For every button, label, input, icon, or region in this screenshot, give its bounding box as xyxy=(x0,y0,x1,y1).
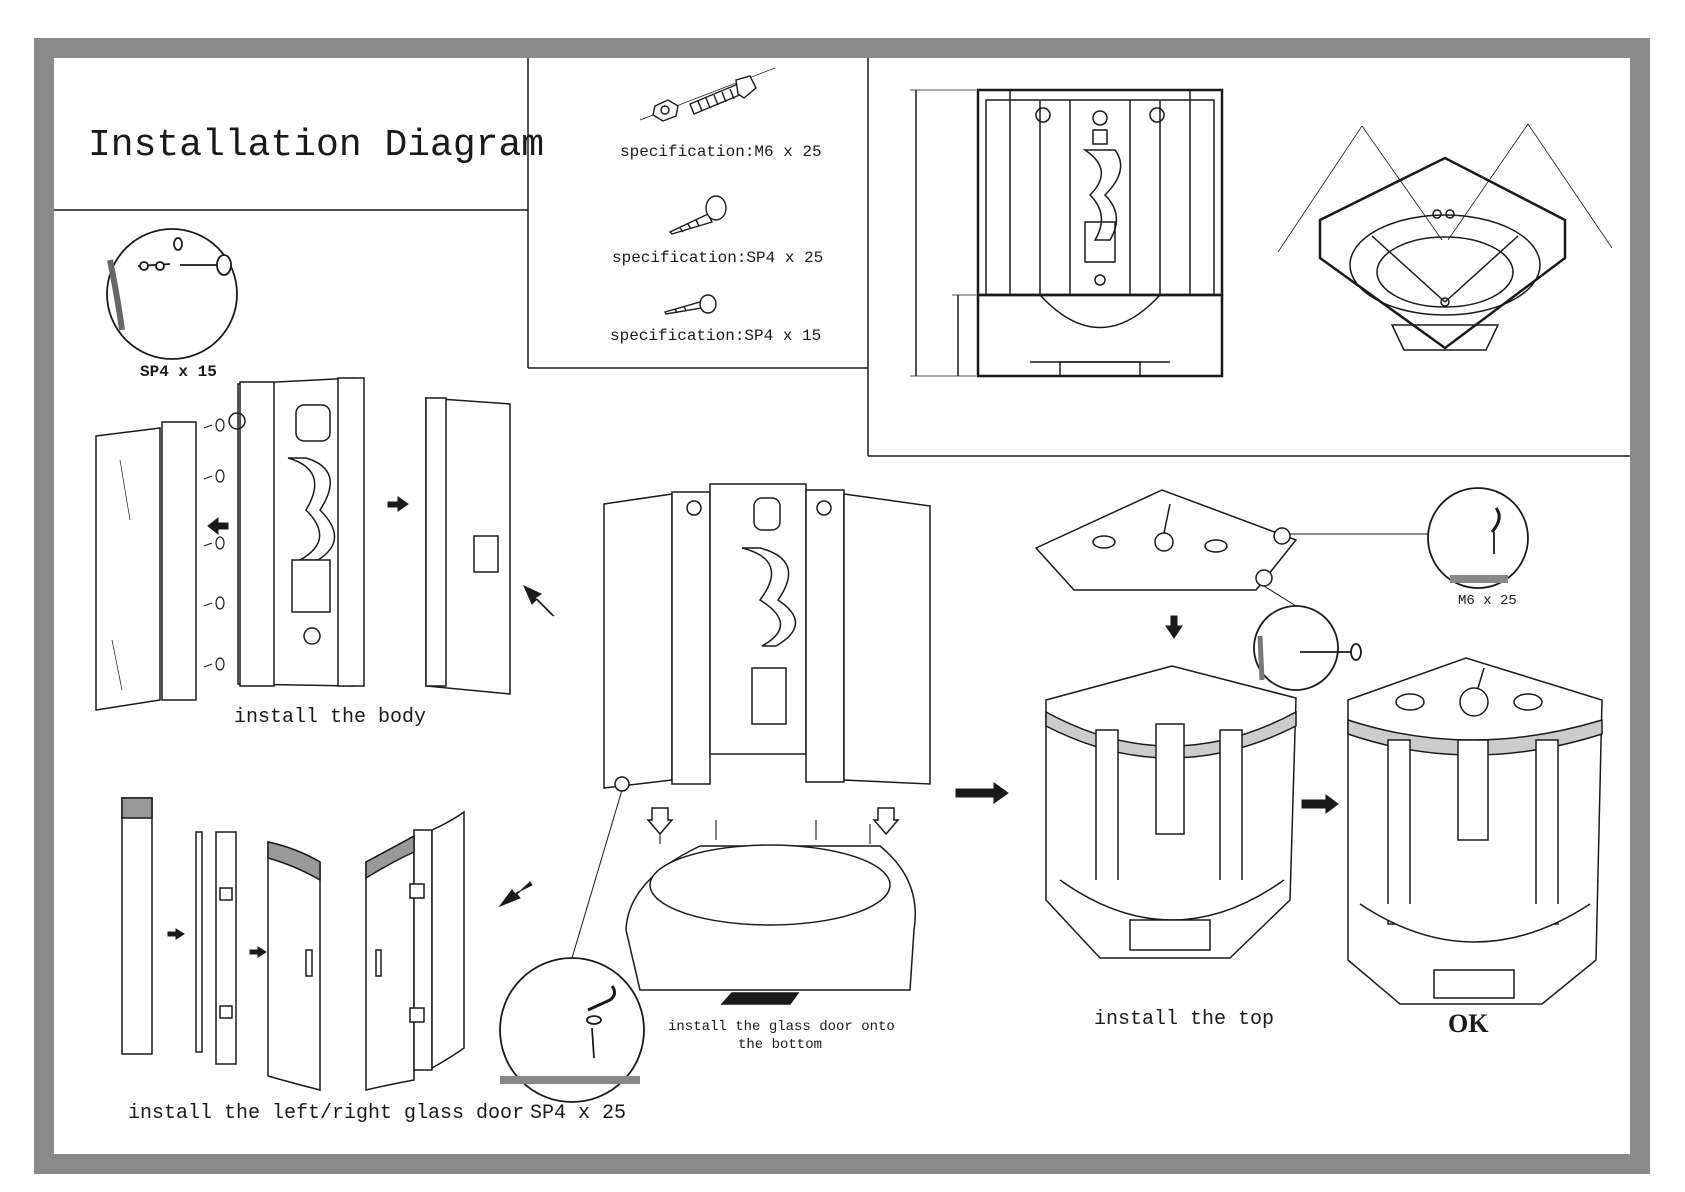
step-ok: OK xyxy=(1448,1009,1489,1038)
screw-small-spec-label: specification:SP4 x 15 xyxy=(610,327,821,345)
bolt-spec-label: specification:M6 x 25 xyxy=(620,143,822,161)
page-title: Installation Diagram xyxy=(88,124,544,167)
finished-unit-drawing xyxy=(1348,658,1602,1004)
step-install-door: install the left/right glass door xyxy=(128,1102,524,1125)
top-assembly-drawing xyxy=(1036,490,1296,958)
body-panels-drawing xyxy=(96,378,510,710)
center-assembly-drawing xyxy=(604,484,930,1004)
callout-sp4x15-label: SP4 x 15 xyxy=(140,363,217,381)
step-install-body: install the body xyxy=(234,706,426,729)
step-install-door-bottom-2: the bottom xyxy=(738,1037,822,1053)
step-install-door-bottom-1: install the glass door onto xyxy=(668,1019,895,1035)
step-install-top: install the top xyxy=(1094,1008,1274,1031)
screw-large-spec-label: specification:SP4 x 25 xyxy=(612,249,823,267)
callout-m6x25-label: M6 x 25 xyxy=(1458,593,1517,609)
callout-sp4x25-label: SP4 x 25 xyxy=(530,1102,626,1125)
zoom-callout-sp4x15 xyxy=(107,229,237,359)
